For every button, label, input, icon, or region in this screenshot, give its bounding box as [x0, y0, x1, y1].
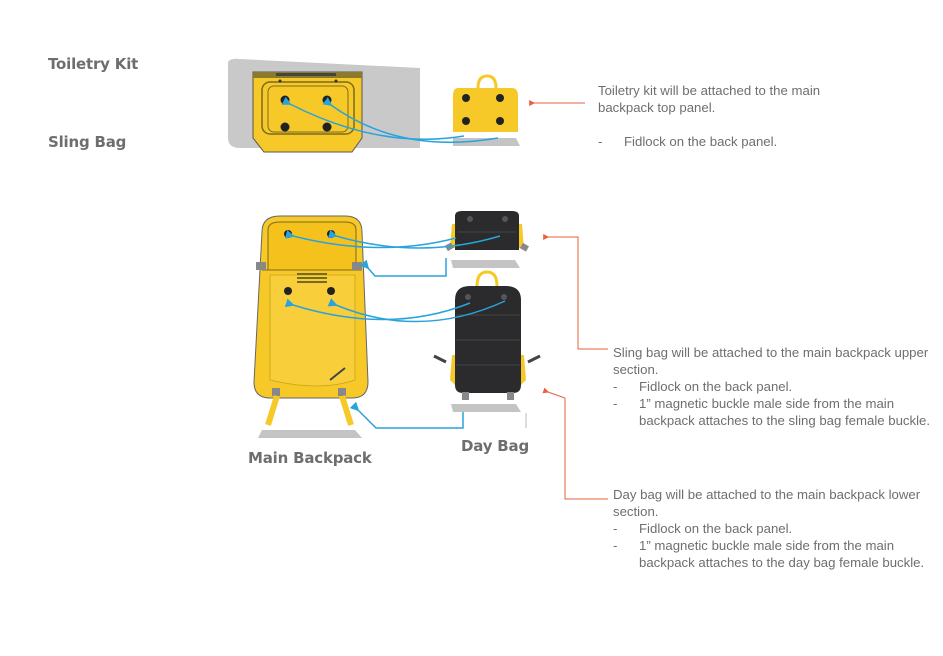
fidlock-point — [322, 95, 332, 105]
sling-note: Sling bag will be attached to the main b… — [613, 344, 933, 429]
callout-arrow-sling — [543, 234, 608, 350]
sling-note-bullet: -1” magnetic buckle male side from the m… — [613, 396, 931, 428]
callout-arrow-day — [542, 387, 608, 500]
connector-arrow — [359, 258, 447, 277]
sling-note-intro: Sling bag will be attached to the main b… — [613, 345, 929, 377]
main-backpack-label: Main Backpack — [248, 449, 372, 467]
main-backpack-top-panel-illustration — [228, 58, 420, 153]
main-backpack-illustration — [253, 215, 369, 438]
connector-arrow — [322, 97, 499, 143]
connector-arrow — [281, 96, 465, 140]
connector-arrow — [327, 229, 501, 249]
day-note-bullet: -Fidlock on the back panel. — [613, 521, 793, 536]
connector-arrow — [327, 298, 506, 323]
day-note-intro: Day bag will be attached to the main bac… — [613, 487, 921, 519]
fidlock-point — [280, 122, 290, 132]
fidlock-point — [280, 95, 290, 105]
day-bag-illustration — [433, 270, 541, 412]
connector-arrow — [349, 401, 464, 429]
toiletry-kit-label: Toiletry Kit — [48, 55, 139, 73]
toiletry-note: Toiletry kit will be attached to the mai… — [598, 82, 868, 150]
sling-bag-label: Sling Bag — [48, 133, 127, 151]
connector-arrow — [284, 229, 457, 249]
fidlock-point — [322, 122, 332, 132]
sling-bag-illustration — [444, 211, 529, 268]
sling-note-bullet: -Fidlock on the back panel. — [613, 379, 793, 394]
day-bag-label: Day Bag — [461, 437, 530, 455]
toiletry-kit-illustration — [453, 74, 520, 146]
day-note: Day bag will be attached to the main bac… — [613, 486, 933, 571]
toiletry-note-intro: Toiletry kit will be attached to the mai… — [598, 83, 821, 115]
day-note-bullet: -1” magnetic buckle male side from the m… — [613, 538, 925, 570]
toiletry-note-bullet: -Fidlock on the back panel. — [598, 134, 778, 149]
